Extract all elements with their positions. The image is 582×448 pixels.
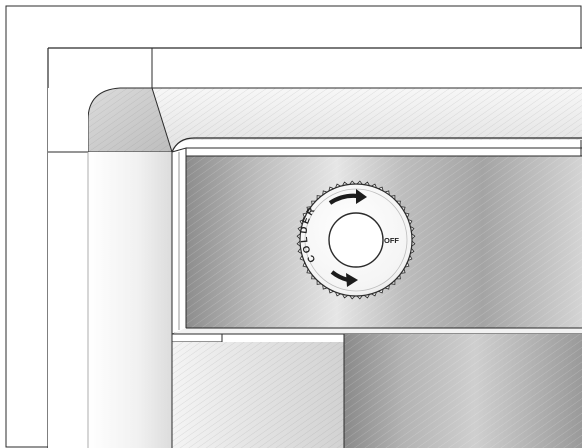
- panel-bottom-trim: [172, 328, 582, 334]
- cabinet-left-wall: [48, 88, 88, 448]
- cabinet-inner-side: [88, 152, 172, 448]
- temperature-dial[interactable]: COLDER OFF: [296, 180, 416, 300]
- arrow-counter-icon: [330, 270, 358, 287]
- arrow-clockwise-icon: [328, 189, 367, 205]
- bracket: [171, 333, 223, 343]
- dial-center: [328, 212, 384, 268]
- dial-colder-label: COLDER: [299, 204, 319, 265]
- dial-off-label: OFF: [384, 236, 399, 245]
- cabinet-top-front: [48, 48, 582, 88]
